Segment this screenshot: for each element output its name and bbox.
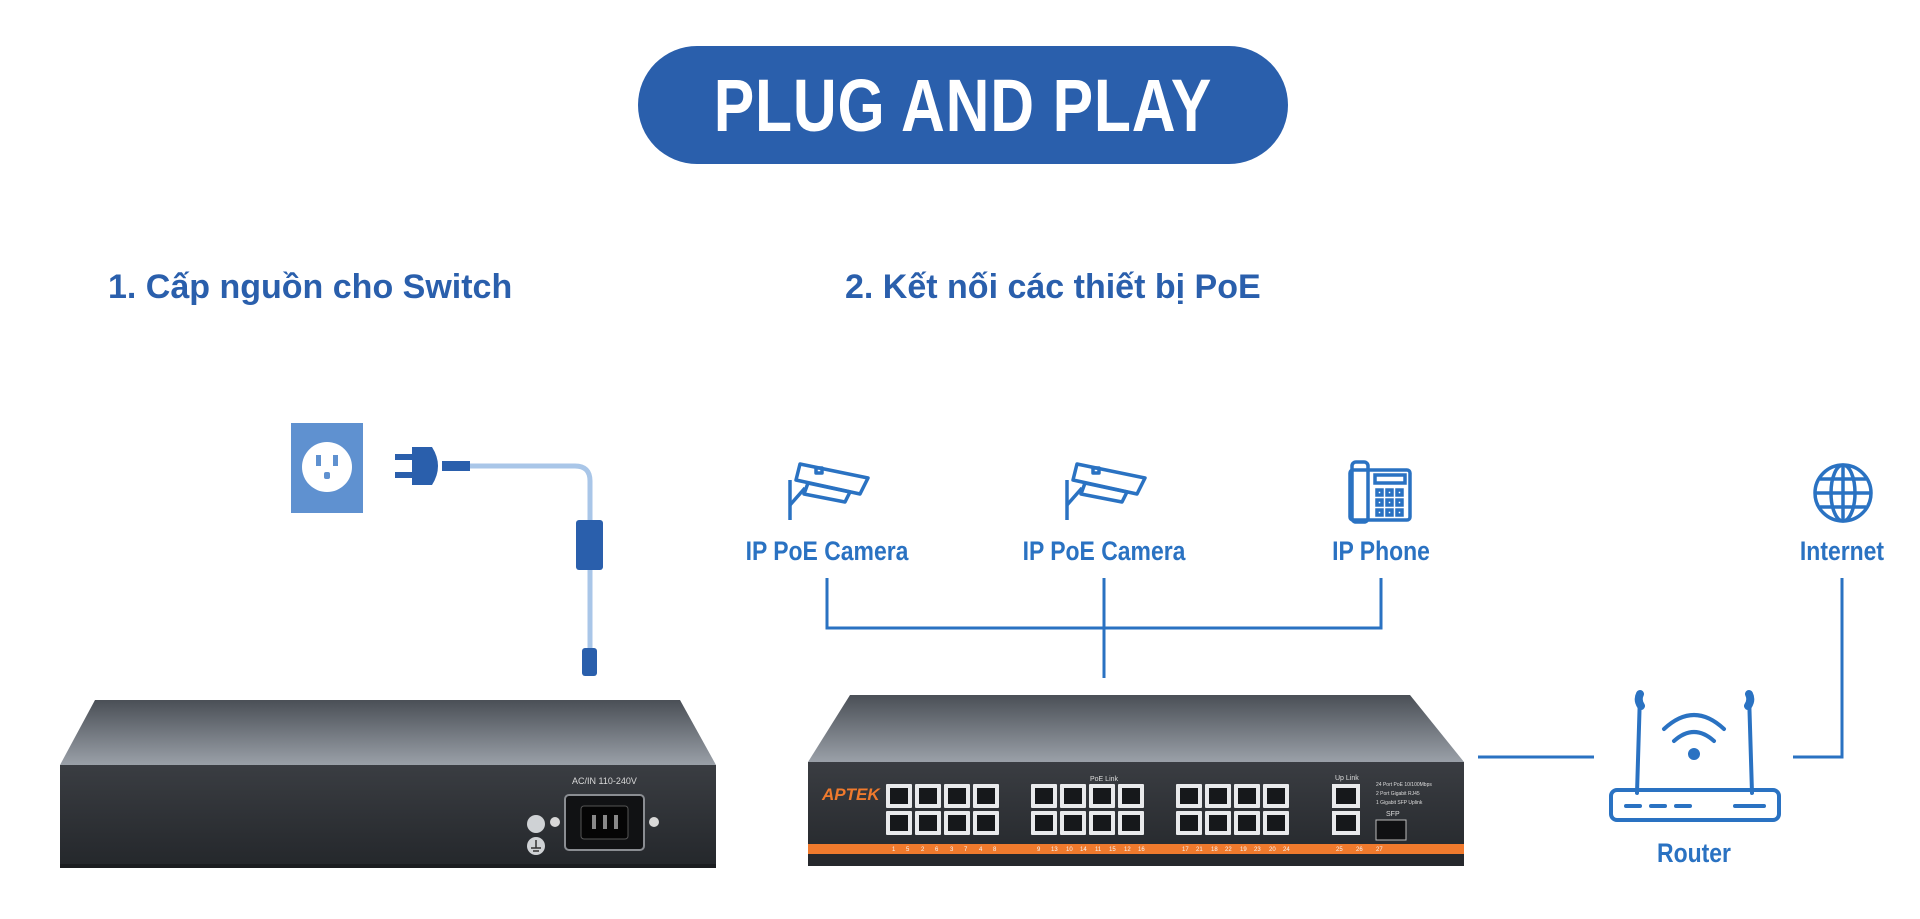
switch-front-view: APTEK PoE Link Up Link SFP 24 Port PoE 1…: [808, 695, 1464, 866]
port-number: 22: [1225, 847, 1232, 853]
power-plug-icon: [395, 447, 470, 485]
port-number: 15: [1109, 847, 1116, 853]
ip-phone-icon: [1348, 460, 1412, 524]
ip-camera-icon: [788, 462, 870, 520]
spec-line: 2 Port Gigabit RJ45: [1376, 791, 1420, 797]
router-label: Router: [1657, 838, 1731, 868]
port-number: 26: [1356, 847, 1363, 853]
port-number: 3: [950, 847, 954, 853]
switch-back-view: AC/IN 110-240V: [60, 700, 716, 868]
port-number: 21: [1196, 847, 1203, 853]
screw-icon: [527, 815, 545, 833]
power-adapter-icon: [576, 520, 603, 570]
brand-logo: APTEK: [821, 785, 881, 804]
sfp-label: SFP: [1386, 811, 1400, 818]
uplink-connection-lines: [1478, 578, 1844, 759]
ip-camera-2-label: IP PoE Camera: [1022, 536, 1186, 566]
port-number: 10: [1066, 847, 1073, 853]
port-number: 16: [1138, 847, 1145, 853]
port-number: 18: [1211, 847, 1218, 853]
port-number: 27: [1376, 847, 1383, 853]
step-2-label: 2. Kết nối các thiết bị PoE: [845, 268, 1261, 306]
poe-link-label: PoE Link: [1090, 776, 1119, 783]
power-outlet-icon: [291, 423, 363, 513]
port-number: 17: [1182, 847, 1189, 853]
port-number: 2: [921, 847, 925, 853]
port-number: 7: [964, 847, 968, 853]
sfp-port: [1375, 819, 1407, 841]
power-input-label: AC/IN 110-240V: [572, 776, 637, 786]
port-number: 8: [993, 847, 997, 853]
port-number: 20: [1269, 847, 1276, 853]
power-cable: [470, 463, 593, 522]
port-number: 24: [1283, 847, 1290, 853]
ip-camera-1-label: IP PoE Camera: [745, 536, 909, 566]
spec-line: 24 Port PoE 10/100Mbps: [1376, 782, 1432, 788]
ip-phone-label: IP Phone: [1332, 536, 1430, 566]
port-number: 1: [892, 847, 896, 853]
internet-label: Internet: [1799, 536, 1885, 566]
port-number: 5: [906, 847, 910, 853]
port-number: 6: [935, 847, 939, 853]
ip-camera-icon: [1065, 462, 1147, 520]
port-number: 9: [1037, 847, 1041, 853]
poe-connection-lines: [825, 578, 1383, 678]
globe-icon: [1813, 463, 1873, 523]
uplink-label: Up Link: [1335, 775, 1359, 782]
port-number: 14: [1080, 847, 1087, 853]
spec-line: 1 Gigabit SFP Uplink: [1376, 800, 1423, 806]
port-number: 13: [1051, 847, 1058, 853]
port-number: 11: [1095, 847, 1102, 853]
port-number: 19: [1240, 847, 1247, 853]
port-number: 23: [1254, 847, 1261, 853]
router-icon: [1609, 690, 1781, 822]
title-banner: PLUG AND PLAY: [638, 46, 1288, 164]
port-number: 12: [1124, 847, 1131, 853]
port-number: 25: [1336, 847, 1343, 853]
step-1-label: 1. Cấp nguồn cho Switch: [108, 268, 513, 306]
page-title: PLUG AND PLAY: [713, 63, 1213, 147]
power-connector-icon: [582, 648, 597, 676]
port-number: 4: [979, 847, 983, 853]
port-grid: [886, 784, 1407, 841]
